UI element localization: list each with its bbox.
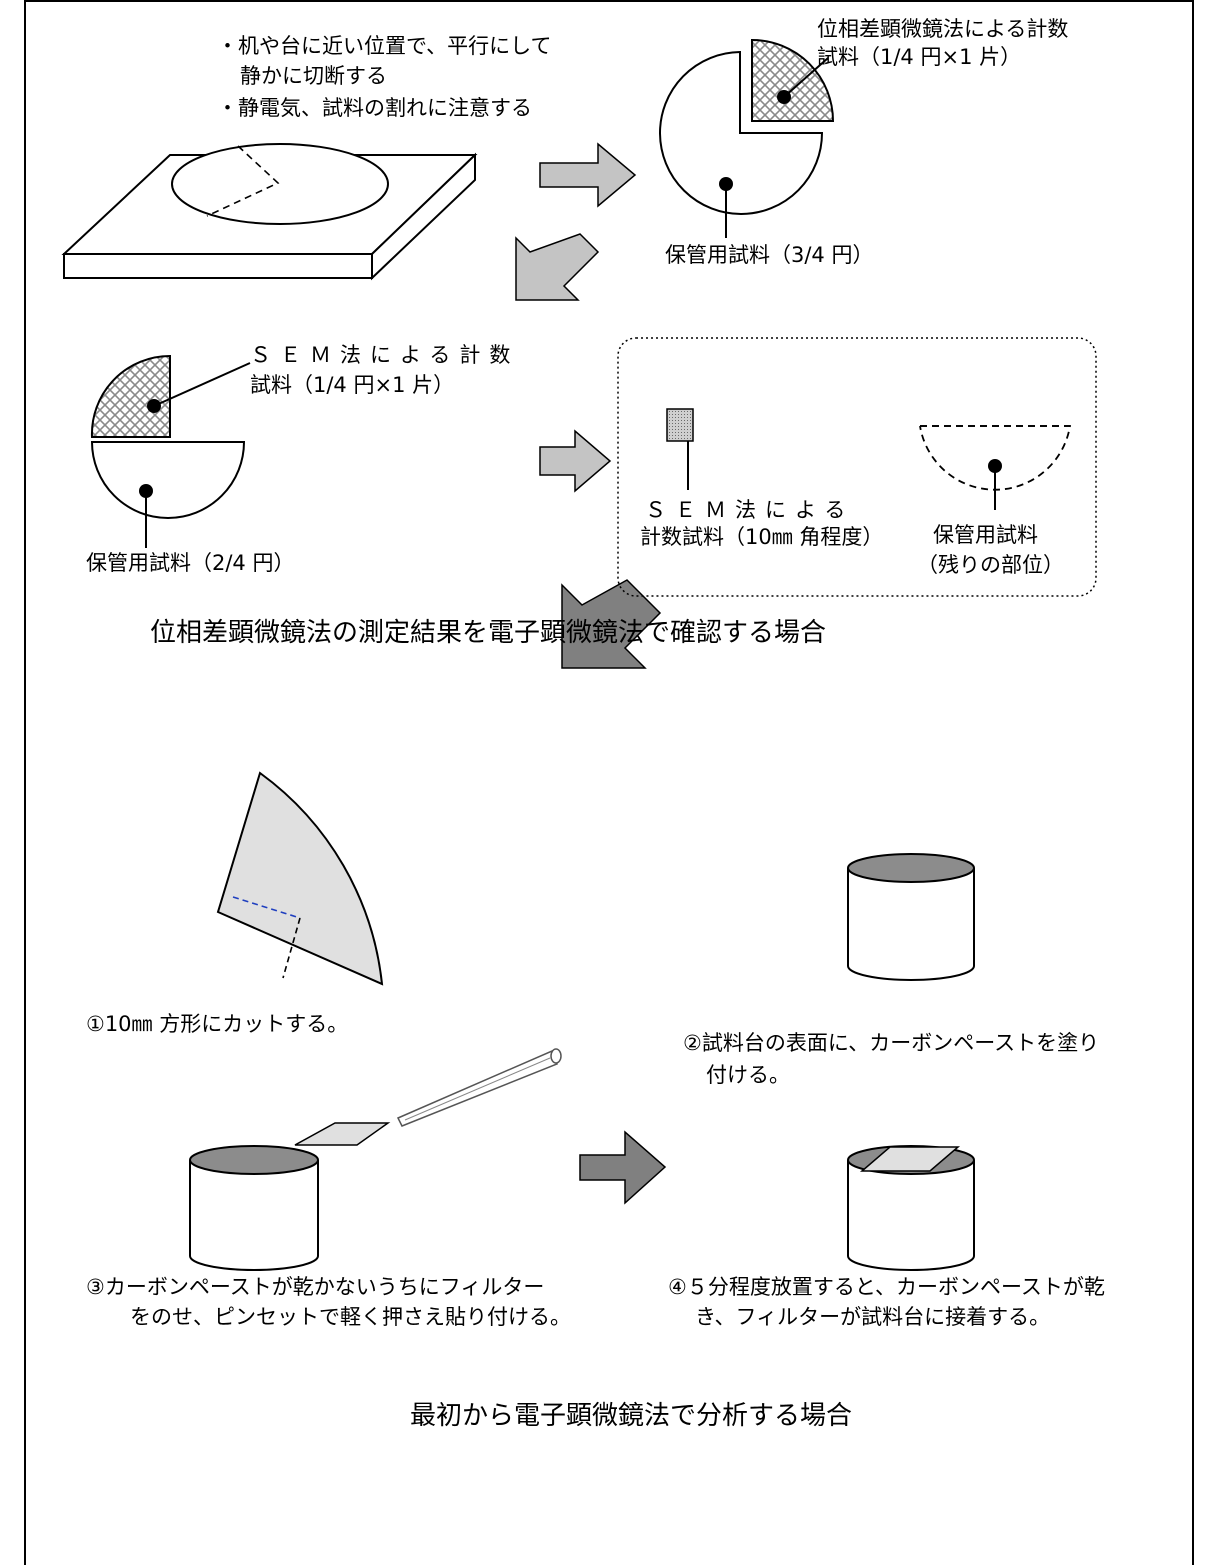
step-3-label-2: をのせ、ピンセットで軽く押さえ貼り付ける。 [130, 1305, 571, 1329]
pcm-sample-label-1: 位相差顕微鏡法による計数 [817, 17, 1069, 41]
storage-sample-half [90, 441, 246, 548]
arrow-right-2 [539, 429, 612, 493]
sem-sample-label-1: ＳＥＭ法による計数 [250, 343, 520, 367]
page-frame [24, 0, 1194, 1565]
storage-rest-label-1: 保管用試料 [933, 523, 1038, 547]
filter-on-board [171, 143, 389, 225]
arrow-down-left-dark [561, 579, 662, 669]
sem-sample-label-2: 試料（1/4 円×1 片） [250, 373, 455, 397]
caption-section-1: 位相差顕微鏡法の測定結果を電子顕微鏡法で確認する場合 [150, 618, 827, 648]
step-4-label-2: き、フィルターが試料台に接着する。 [695, 1305, 1051, 1329]
step-4-label-1: ④５分程度放置すると、カーボンペーストが乾 [668, 1275, 1105, 1299]
step-3-label-1: ③カーボンペーストが乾かないうちにフィルター [86, 1275, 545, 1299]
pcm-sample-label-2: 試料（1/4 円×1 片） [817, 45, 1022, 69]
sem-piece-label-2: 計数試料（10㎜ 角程度） [640, 525, 884, 549]
note-line-3: ・静電気、試料の割れに注意する [217, 96, 532, 120]
storage-sample-three-quarter [659, 50, 824, 238]
sem-piece [666, 408, 694, 490]
step-2-label-2: 付ける。 [706, 1063, 790, 1087]
filter-square-held [294, 1122, 391, 1146]
sem-piece-label-1: ＳＥＭ法による [645, 498, 855, 522]
step-2-label-1: ②試料台の表面に、カーボンペーストを塗り [683, 1031, 1100, 1055]
sample-stub-top-right [847, 853, 975, 981]
caption-section-2: 最初から電子顕微鏡法で分析する場合 [410, 1401, 853, 1431]
pcm-count-sample-quarter [751, 38, 835, 122]
sample-stub-bottom-left [189, 1145, 319, 1271]
sem-preparation-box [617, 337, 1097, 597]
arrow-right-1 [539, 142, 637, 208]
storage-remaining-dashed [919, 425, 1072, 510]
note-line-1: ・机や台に近い位置で、平行にして [217, 34, 552, 58]
note-line-2: 静かに切断する [240, 64, 387, 88]
sample-stub-with-filter [847, 1145, 975, 1271]
storage-2-4-label: 保管用試料（2/4 円） [86, 551, 295, 575]
storage-3-4-label: 保管用試料（3/4 円） [665, 243, 874, 267]
filter-wedge [216, 771, 384, 986]
arrow-down-left [515, 233, 600, 301]
step-1-label: ①10㎜ 方形にカットする。 [86, 1012, 349, 1036]
tweezers [396, 1048, 562, 1127]
storage-rest-label-2: （残りの部位） [917, 553, 1064, 577]
arrow-right-dark [579, 1130, 667, 1205]
sem-count-sample-quarter [90, 354, 251, 438]
